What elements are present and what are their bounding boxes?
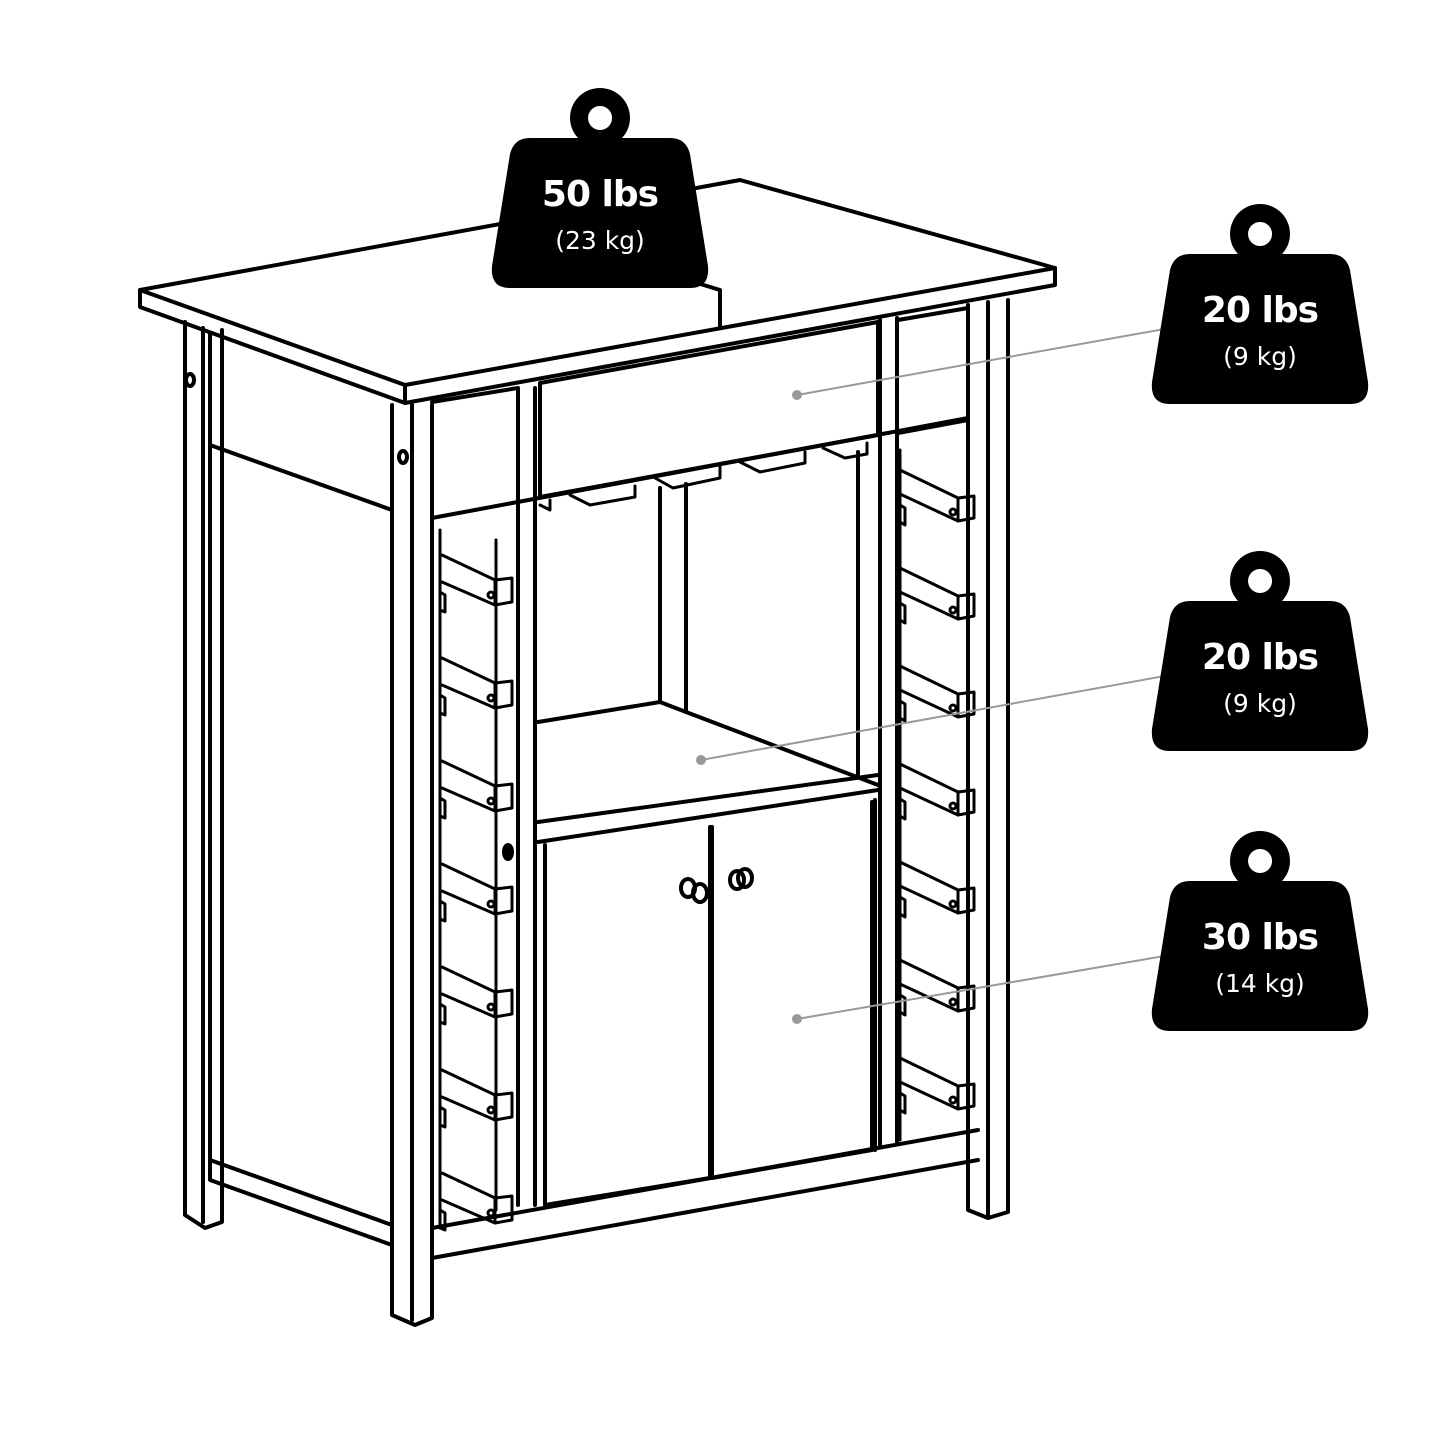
leader-lines <box>696 327 1171 1024</box>
right-rear-leg <box>966 298 1010 1220</box>
weight-badge-cabinet: 30 lbs (14 kg) <box>1150 825 1370 1035</box>
left-rear-leg <box>183 320 224 1230</box>
weight-lbs: 50 lbs <box>541 174 659 215</box>
left-wine-rails <box>438 528 514 1232</box>
front-left-leg <box>390 403 434 1327</box>
front-right-post <box>516 316 899 1207</box>
kettlebell-weight-icon <box>1151 551 1369 751</box>
open-shelf <box>536 700 880 844</box>
door-knob-right <box>728 867 754 891</box>
weight-badge-shelf: 20 lbs (9 kg) <box>1150 545 1370 755</box>
right-wine-rails <box>898 448 976 1142</box>
weight-badge-tabletop: 50 lbs (23 kg) <box>490 82 710 292</box>
kettlebell-weight-icon <box>1151 204 1369 404</box>
weight-badge-drawer: 20 lbs (9 kg) <box>1150 198 1370 408</box>
cabinet-doors <box>502 798 877 1207</box>
bottom-stretcher <box>430 1128 980 1260</box>
door-knob-left <box>679 877 709 904</box>
weight-kg: (23 kg) <box>555 226 645 255</box>
stemware-rack <box>538 441 869 512</box>
drawer <box>430 306 970 520</box>
weight-lbs: 30 lbs <box>1201 917 1319 958</box>
weight-kg: (9 kg) <box>1223 689 1297 718</box>
weight-lbs: 20 lbs <box>1201 637 1319 678</box>
weight-kg: (9 kg) <box>1223 342 1297 371</box>
weight-kg: (14 kg) <box>1215 969 1305 998</box>
left-side-panel <box>208 331 394 1247</box>
kettlebell-weight-icon <box>491 88 709 288</box>
kettlebell-weight-icon <box>1151 831 1369 1031</box>
back-posts <box>658 450 860 777</box>
weight-lbs: 20 lbs <box>1201 290 1319 331</box>
